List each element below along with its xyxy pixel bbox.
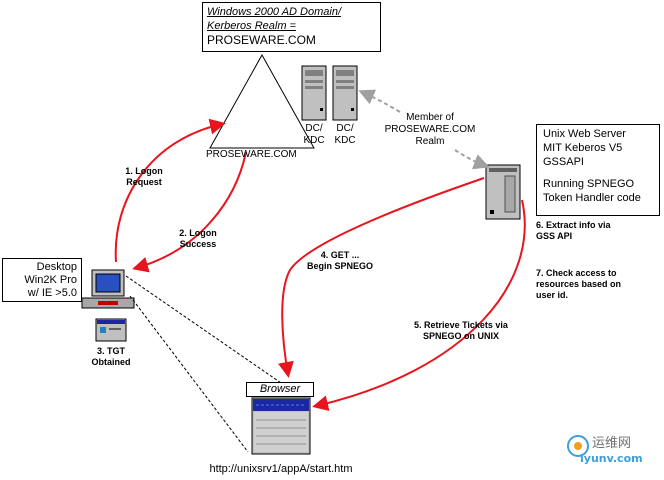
domain-triangle <box>209 53 315 149</box>
member-of-realm-label: Member of PROSEWARE.COM Realm <box>384 112 476 147</box>
watermark-url: iyunv.com <box>580 452 643 465</box>
dc-label-2: DC/KDC <box>334 123 356 146</box>
domain-line2: Kerberos Realm = <box>207 20 296 32</box>
dotted-link-2 <box>129 295 249 453</box>
domain-line1: Windows 2000 AD Domain/ <box>207 6 341 18</box>
unix-server-box: Unix Web Server MIT Keberos V5 GSSAPI Ru… <box>536 124 660 216</box>
arrow-get-spnego <box>278 177 485 378</box>
arrow-logon-success <box>132 151 247 273</box>
member-arrow-dc <box>358 89 401 113</box>
watermark-cn: 运维网 <box>592 436 632 451</box>
url-label: http://unixsrv1/appA/start.htm <box>209 463 353 475</box>
watermark: 运维网 iyunv.com <box>580 436 662 466</box>
browser-label: Browser <box>246 382 314 397</box>
unix-server-icon <box>485 164 521 220</box>
dotted-link-1 <box>125 275 285 386</box>
arrow-logon-request <box>114 118 226 263</box>
desktop-computer-icon <box>81 269 135 309</box>
step-4-label: 4. GET ...Begin SPNEGO <box>306 250 373 271</box>
triangle-label: PROSEWARE.COM <box>206 149 297 160</box>
dc-server-2-icon <box>332 65 358 121</box>
browser-window-icon <box>251 397 311 455</box>
desktop-box: Desktop Win2K Pro w/ IE >5.0 <box>2 258 82 302</box>
domain-box: Windows 2000 AD Domain/ Kerberos Realm =… <box>202 2 381 52</box>
member-arrow-unix <box>454 149 490 170</box>
watermark-logo-icon <box>567 435 589 457</box>
tgt-window-icon <box>95 318 127 342</box>
domain-line3: PROSEWARE.COM <box>207 33 316 47</box>
dc-label-1: DC/KDC <box>303 123 325 146</box>
arrow-retrieve-tickets <box>312 199 526 412</box>
dc-server-1-icon <box>301 65 327 121</box>
